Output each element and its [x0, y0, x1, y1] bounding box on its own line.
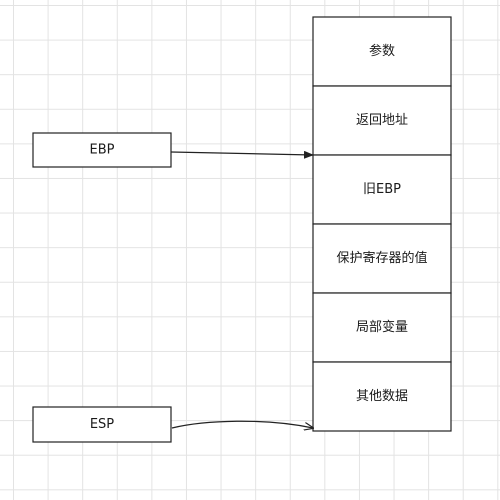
stack-frame-label: 保护寄存器的值 [336, 250, 427, 266]
stack-frame-4: 局部变量 [312, 292, 452, 363]
esp-pointer-label: ESP [90, 417, 114, 432]
stack-frame-1: 返回地址 [312, 85, 452, 156]
ebp-pointer-label: EBP [90, 143, 115, 158]
stack-frame-0: 参数 [312, 16, 452, 87]
esp-pointer-rect [32, 406, 172, 443]
stack-frame-rect [312, 361, 452, 432]
stack-frame-label: 返回地址 [356, 113, 408, 128]
stack-frame-label: 其他数据 [356, 389, 408, 404]
ebp-pointer-rect [32, 132, 172, 168]
stack-frame-5: 其他数据 [312, 361, 452, 432]
esp-pointer-box: ESP [32, 406, 172, 443]
ebp-arrow [170, 150, 314, 159]
stack-frame-rect [312, 85, 452, 156]
stack-frame-label: 局部变量 [356, 319, 408, 335]
stack-frame-rect [312, 16, 452, 87]
stack-frame-2: 旧EBP [312, 154, 452, 225]
stack-frame-label: 参数 [369, 43, 395, 59]
stack-frame-label: 旧EBP [363, 182, 401, 197]
esp-arrow [171, 420, 313, 428]
stack-frame-3: 保护寄存器的值 [312, 223, 452, 294]
stack-frame-rect [312, 154, 452, 225]
stack-frame-rect [312, 223, 452, 294]
ebp-pointer-box: EBP [32, 132, 172, 168]
